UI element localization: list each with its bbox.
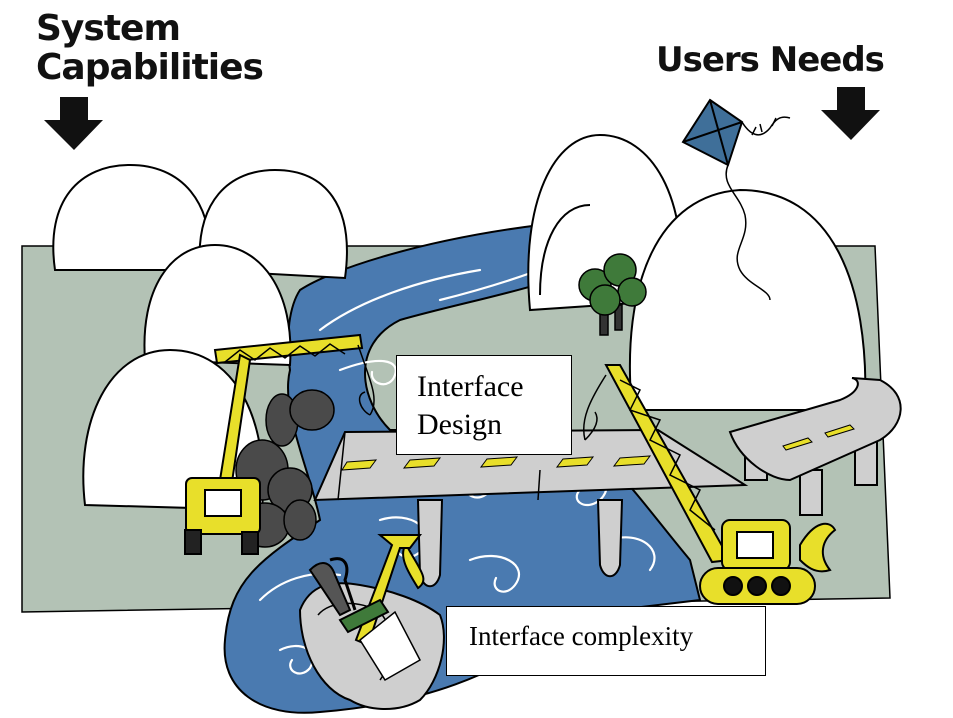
boat-icon [298,534,445,710]
heading-line: Capabilities [36,46,264,88]
heading-system-capabilities: System Capabilities [36,8,296,88]
label-line: Interface [417,370,524,403]
hill [143,243,292,367]
heading-users-needs: Users Needs [656,40,885,80]
label-interface-design: Interface Design [396,355,572,455]
bulldozer-icon [583,364,837,605]
left-hills [52,133,683,512]
down-arrow-icon [821,87,880,140]
label-line: Design [417,408,502,441]
tree-icon [578,253,647,336]
heading-line: System [36,8,181,49]
bridge-pillars [416,499,624,588]
down-arrow-icon [44,97,103,150]
river-swirls [258,260,656,675]
label-interface-complexity: Interface complexity [446,606,766,676]
crane-icon [184,333,375,555]
kite-icon [681,98,791,301]
hill [539,204,591,296]
road-right [728,377,902,516]
